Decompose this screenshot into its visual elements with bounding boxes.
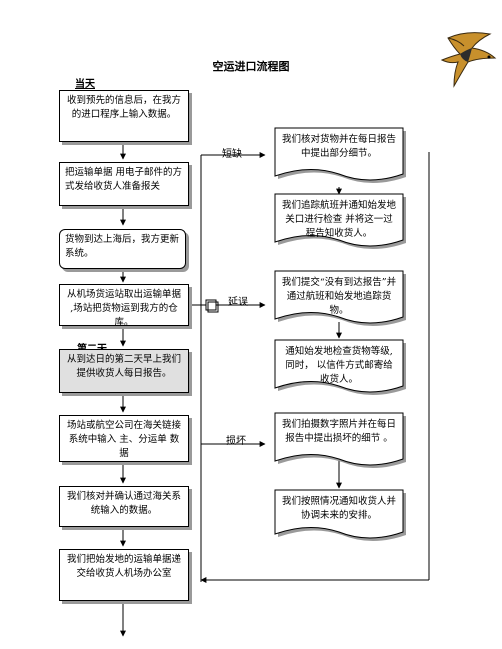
- step-update-system: 货物到达上海后，我方更新系统。: [59, 229, 186, 269]
- step-collect-documents: 从机场货运站取出运输单据 ,场站把货物运到我方的仓库。: [59, 284, 189, 328]
- branch-label-shortage: 短缺: [222, 149, 242, 160]
- page-title: 空运进口流程图: [212, 60, 290, 73]
- doc-notify-origin: 通知始发地检查货物等级, 同时， 以信件方式邮寄给收货人。: [274, 339, 406, 396]
- step-daily-report: 从到达日的第二天早上我们提供收货人每日报告。: [59, 349, 189, 393]
- day-one-label: 当天: [75, 79, 95, 90]
- doc-notify-consignee: 我们按照情况通知收货人并 协调未来的安排。: [274, 489, 406, 542]
- doc-check-shortage: 我们核对货物并在每日报告中提出部分细节。: [274, 127, 406, 184]
- branch-label-damage: 损坏: [226, 436, 246, 447]
- step-confirm-data: 我们核对并确认通过海关系统输入的数据。: [59, 486, 189, 527]
- swallow-bird-icon: [440, 32, 497, 88]
- step-email-documents: 把运输单据 用电子邮件的方式发给收货人准备报关: [59, 162, 189, 206]
- doc-text: 通知始发地检查货物等级, 同时， 以信件方式邮寄给收货人。: [285, 346, 393, 385]
- doc-text: 我们提交“没有到达报告”并通过航班和始发地追踪货物。: [281, 277, 397, 316]
- doc-text: 我们核对货物并在每日报告中提出部分细节。: [281, 134, 396, 159]
- step-receive-info: 收到预先的信息后，在我方的进口程序上输入数据。: [59, 90, 189, 142]
- branch-label-delay: 延误: [228, 297, 248, 308]
- doc-damage-photos: 我们拍摄数字照片并在每日报告中提出损坏的细节 。: [274, 412, 406, 469]
- doc-text: 我们追踪航班并通知始发地关口进行检查 并将这一过程告知收货人。: [281, 200, 396, 239]
- doc-track-flight: 我们追踪航班并通知始发地关口进行检查 并将这一过程告知收货人。: [274, 193, 406, 250]
- doc-not-arrived-report: 我们提交“没有到达报告”并通过航班和始发地追踪货物。: [274, 270, 406, 327]
- step-customs-entry: 场站或航空公司在海关链接系统中输入 主、分运单 数据: [59, 415, 189, 462]
- doc-text: 我们按照情况通知收货人并 协调未来的安排。: [281, 496, 396, 521]
- step-deliver-documents: 我们把始发地的运输单据递交给收货人机场办公室: [59, 549, 189, 601]
- doc-text: 我们拍摄数字照片并在每日报告中提出损坏的细节 。: [281, 419, 396, 444]
